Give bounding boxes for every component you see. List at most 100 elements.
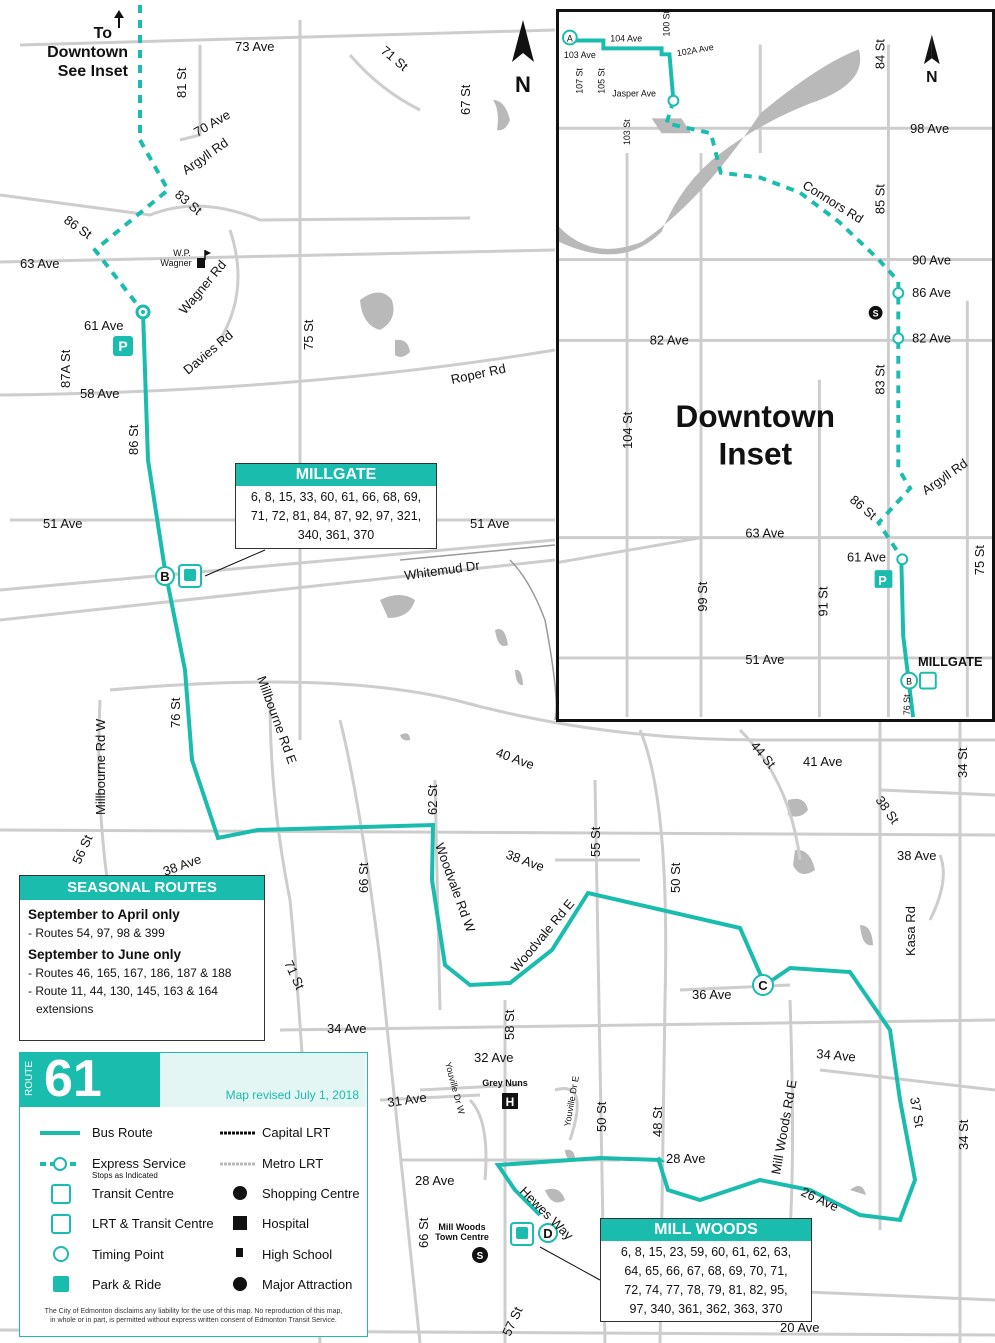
- timing-point-d-icon: D: [538, 1223, 558, 1243]
- svg-text:82 Ave: 82 Ave: [912, 330, 951, 345]
- svg-text:C: C: [758, 978, 768, 993]
- revised-date: Map revised July 1, 2018: [160, 1053, 365, 1107]
- svg-text:Connors Rd: Connors Rd: [800, 177, 866, 226]
- street-label: 61 Ave: [84, 318, 124, 333]
- street-label: 71 St: [281, 958, 308, 992]
- street-label: 48 St: [650, 1106, 665, 1137]
- street-label: 38 Ave: [897, 848, 937, 863]
- svg-text:76 St: 76 St: [902, 694, 912, 715]
- street-label: 63 Ave: [20, 256, 60, 271]
- whitemud-line: [399, 544, 556, 561]
- street-label: 40 Ave: [494, 745, 536, 773]
- millwoods-routes-box: MILL WOODS 6, 8, 15, 23, 59, 60, 61, 62,…: [600, 1218, 812, 1322]
- inset-map: A: [559, 29, 992, 718]
- stop-icon: [892, 332, 905, 345]
- svg-text:86 Ave: 86 Ave: [912, 285, 951, 300]
- millgate-routes: 6, 8, 15, 33, 60, 61, 66, 68, 69, 71, 72…: [250, 490, 422, 542]
- street-label: 58 St: [502, 1009, 517, 1040]
- shopping-centre-icon: [868, 305, 883, 320]
- svg-text:84 St: 84 St: [872, 39, 887, 69]
- svg-text:Mill Woods: Mill Woods: [438, 1222, 485, 1232]
- svg-text:B: B: [160, 569, 169, 584]
- svg-text:B: B: [906, 677, 912, 687]
- street-label: 34 St: [956, 1119, 971, 1150]
- millwoods-routes: 6, 8, 15, 23, 59, 60, 61, 62, 63, 64, 65…: [620, 1245, 792, 1316]
- svg-text:99 St: 99 St: [695, 581, 710, 611]
- transit-centre-icon: [919, 671, 937, 690]
- street-label: 31 Ave: [386, 1090, 427, 1110]
- north-arrow-icon: [512, 20, 534, 62]
- seasonal-title: SEASONAL ROUTES: [20, 876, 264, 900]
- transit-centre-icon-millwoods: [510, 1222, 534, 1246]
- svg-text:MILLGATE: MILLGATE: [918, 654, 983, 669]
- street-label: 86 St: [126, 424, 141, 455]
- inset-title: Downtown: [676, 398, 835, 434]
- svg-text:61 Ave: 61 Ave: [847, 549, 886, 564]
- street-label: 66 St: [356, 862, 371, 893]
- north-arrow-icon: [923, 34, 932, 65]
- street-label: 38 Ave: [504, 847, 546, 875]
- route-61-line: [141, 311, 918, 1223]
- svg-text:S: S: [873, 309, 879, 319]
- street-label: 36 Ave: [692, 987, 732, 1002]
- hospital-icon: H: [502, 1093, 518, 1109]
- street-label: 87A St: [58, 349, 73, 388]
- svg-text:103 Ave: 103 Ave: [564, 50, 596, 60]
- street-label: 38 St: [873, 793, 903, 827]
- svg-text:Wagner: Wagner: [160, 258, 191, 268]
- downtown-label: Downtown: [47, 44, 128, 61]
- disclaimer: The City of Edmonton disclaims any liabi…: [44, 1308, 343, 1324]
- stop-icon: [667, 94, 680, 107]
- svg-text:102A Ave: 102A Ave: [676, 42, 715, 58]
- street-label: 81 St: [174, 67, 189, 98]
- svg-text:Argyll Rd: Argyll Rd: [919, 456, 970, 498]
- street-label: Argyll Rd: [179, 135, 231, 178]
- stop-icon: [892, 287, 905, 299]
- street-label: 56 St: [69, 832, 96, 866]
- street-label: 50 St: [594, 1101, 609, 1132]
- svg-text:107 St: 107 St: [575, 68, 585, 94]
- svg-text:98 Ave: 98 Ave: [910, 121, 949, 136]
- svg-text:S: S: [477, 1251, 484, 1262]
- legend-symbols: [40, 1131, 255, 1292]
- street-label: 34 St: [955, 747, 970, 778]
- svg-text:104 Ave: 104 Ave: [610, 33, 642, 43]
- svg-text:63 Ave: 63 Ave: [745, 526, 784, 541]
- route-number: 61: [44, 1050, 102, 1108]
- street-label: 86 St: [61, 212, 95, 242]
- north-label: N: [515, 72, 531, 97]
- street-label: Millbourne Rd W: [93, 718, 108, 815]
- millwoods-title: MILL WOODS: [601, 1219, 811, 1241]
- svg-text:103 St: 103 St: [622, 119, 632, 145]
- svg-text:D: D: [543, 1226, 552, 1241]
- street-label: 51 Ave: [470, 516, 510, 531]
- stop-icon-dot: [141, 310, 145, 314]
- poi-labels: W.P. Wagner Grey Nuns Mill Woods Town Ce…: [160, 248, 527, 1242]
- svg-text:105 St: 105 St: [596, 68, 606, 94]
- svg-text:A: A: [567, 33, 573, 43]
- street-label: Woodvale Rd E: [508, 896, 578, 975]
- street-label: 66 St: [416, 1217, 431, 1248]
- shopping-centre-icon: S: [472, 1247, 488, 1263]
- svg-text:W.P.: W.P.: [173, 248, 191, 258]
- svg-text:P: P: [118, 338, 127, 354]
- svg-text:75 St: 75 St: [972, 545, 987, 575]
- inset-labels: N Downtown Inset 104 Ave 100 St 102A Ave…: [564, 12, 987, 715]
- street-label: 62 St: [425, 784, 440, 815]
- svg-text:86 St: 86 St: [847, 492, 880, 523]
- svg-text:85 St: 85 St: [872, 184, 887, 214]
- svg-text:100 St: 100 St: [661, 12, 671, 37]
- street-label: Millbourne Rd E: [254, 674, 300, 766]
- svg-text:104 St: 104 St: [620, 411, 635, 448]
- timing-point-b-icon: B: [155, 566, 175, 586]
- svg-text:90 Ave: 90 Ave: [912, 252, 951, 267]
- millgate-routes-box: MILLGATE 6, 8, 15, 33, 60, 61, 66, 68, 6…: [235, 463, 437, 549]
- downtown-inset: A N Downtown Inset 104 Ave 100 St 102A A…: [556, 9, 995, 722]
- street-label: 28 Ave: [415, 1173, 455, 1188]
- see-inset-label: See Inset: [58, 63, 129, 80]
- street-label: Whitemud Dr: [403, 557, 481, 583]
- stop-icon: [896, 553, 909, 566]
- svg-text:Grey Nuns: Grey Nuns: [482, 1078, 528, 1088]
- street-label: 50 St: [668, 862, 683, 893]
